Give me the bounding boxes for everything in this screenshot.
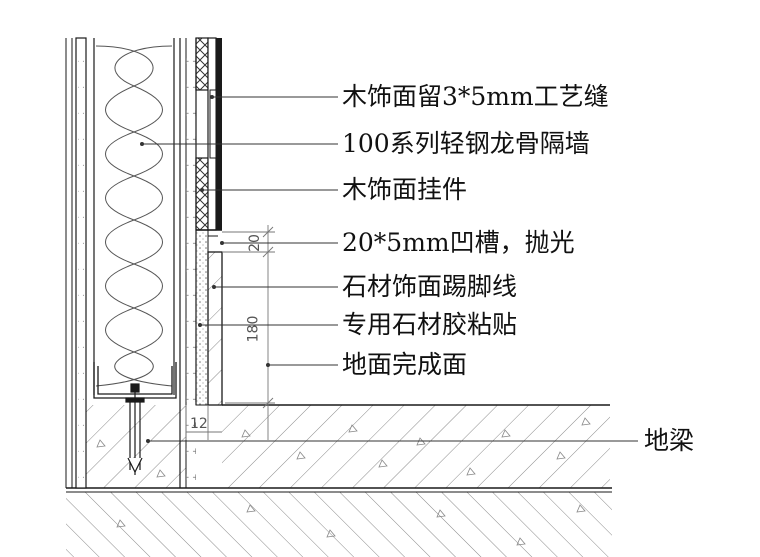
dim-groove-height: 20 [246,234,263,252]
label-ground-beam: 地梁 [644,426,695,455]
label-joint: 木饰面留3*5mm工艺缝 [342,82,609,111]
label-groove: 20*5mm凹槽，抛光 [342,228,575,257]
stone-skirting [195,229,223,406]
leader-lines [142,96,638,442]
label-skirting: 石材饰面踢脚线 [342,272,518,301]
insulation-fill [93,38,175,395]
label-adhesive: 专用石材胶粘贴 [342,310,518,339]
label-floor-finish: 地面完成面 [342,350,468,379]
wood-veneer [195,37,222,231]
left-gypsum-board [65,37,87,489]
label-hanger: 木饰面挂件 [342,175,468,204]
dim-skirting-height: 180 [245,315,262,343]
floor-slab [66,404,612,557]
dim-thickness: 12 [190,416,208,432]
expansion-bolt [125,383,145,475]
label-partition: 100系列轻钢龙骨隔墙 [342,129,590,158]
leader-dots [140,95,270,443]
dimension-lines [185,225,275,440]
